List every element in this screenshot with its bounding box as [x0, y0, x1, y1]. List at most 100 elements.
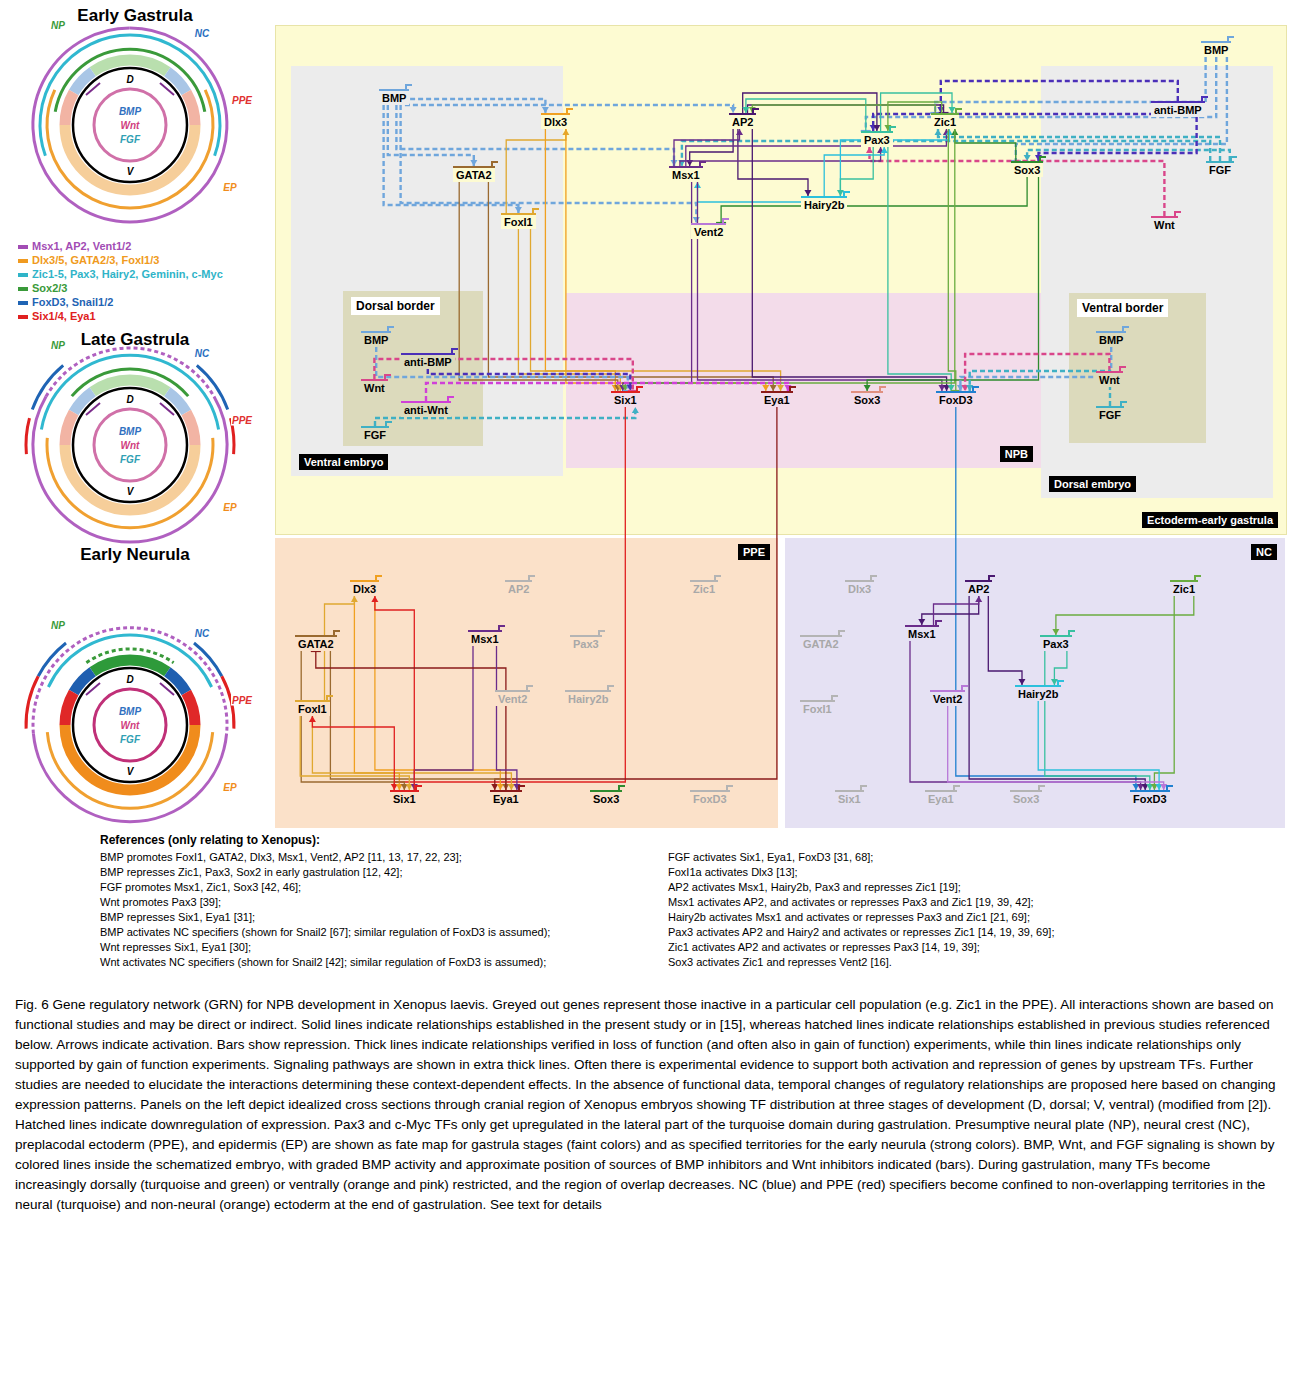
- arrowhead: [1156, 784, 1163, 790]
- fate-band: [74, 672, 93, 693]
- reference-line: FoxI1a activates Dlx3 [13];: [668, 865, 798, 879]
- gene-node: FoxI1: [800, 700, 835, 716]
- regulatory-edge: [376, 347, 628, 391]
- arrowhead: [948, 385, 955, 391]
- promoter-arrow: [1230, 156, 1237, 163]
- region-tag: PPE: [738, 544, 770, 560]
- arrowhead: [962, 385, 969, 391]
- repression-bar: [951, 390, 961, 392]
- promoter-arrow: [566, 108, 573, 115]
- promoter-arrow: [326, 695, 333, 702]
- region-tag: Ventral embryo: [299, 454, 388, 470]
- inhibitor-bar: [160, 83, 174, 95]
- region-label: PPE: [231, 695, 253, 706]
- gene-node: Pax3: [570, 635, 602, 651]
- heading-text: Early Neurula: [80, 545, 190, 564]
- promoter-arrow: [405, 84, 412, 91]
- arrowhead: [686, 160, 693, 166]
- reference-line: Sox3 activates Zic1 and represses Vent2 …: [668, 955, 892, 969]
- regulatory-edge: [374, 359, 632, 391]
- regulatory-edge: [948, 706, 1164, 790]
- promoter-arrow: [636, 386, 643, 393]
- regulatory-edge: [1016, 57, 1227, 161]
- region-panel: Ectoderm-early gastrula Ventral embryo Dor…: [275, 25, 1287, 535]
- gene-name: Eya1: [764, 394, 790, 406]
- legend-text: Sox2/3: [32, 282, 67, 294]
- gene-node: anti-BMP: [1151, 101, 1205, 117]
- regulatory-edge: [330, 651, 506, 790]
- arrowhead: [497, 784, 504, 790]
- promoter-arrow: [955, 108, 962, 115]
- regulatory-edge: [566, 129, 766, 391]
- gene-node: FoxI1: [295, 700, 330, 716]
- arrowhead: [671, 160, 678, 166]
- regulatory-edge: [960, 347, 1111, 391]
- promoter-arrow: [699, 161, 706, 168]
- promoter-arrow: [722, 218, 729, 225]
- regulatory-edge: [388, 105, 474, 166]
- arrowhead: [542, 107, 549, 113]
- gene-node: Sox3: [1011, 161, 1043, 177]
- promoter-arrow: [1119, 366, 1126, 373]
- arrowhead: [946, 129, 953, 135]
- promoter-arrow: [1068, 630, 1075, 637]
- region-label: Wnt: [120, 120, 141, 131]
- regulatory-edge: [375, 596, 414, 790]
- regulatory-edge: [956, 407, 1136, 790]
- expression-ring: [86, 649, 173, 663]
- promoter-arrow: [1120, 401, 1127, 408]
- gene-node: GATA2: [800, 635, 842, 651]
- gene-node: FGF: [1206, 161, 1234, 177]
- region-label: D: [125, 74, 134, 85]
- region-tag: Ectoderm-early gastrula: [1142, 512, 1278, 528]
- regulatory-edge: [401, 105, 697, 223]
- gene-node: Six1: [835, 790, 864, 806]
- gene-name: Six1: [838, 793, 861, 805]
- embryo-outline: [73, 388, 187, 502]
- regulatory-edge: [888, 147, 951, 391]
- stage-heading: Early Gastrula: [40, 6, 230, 26]
- arrowhead: [864, 385, 871, 391]
- reference-line: BMP represses Six1, Eya1 [31];: [100, 910, 255, 924]
- arrowhead: [694, 182, 701, 188]
- gene-name: Vent2: [694, 226, 723, 238]
- gene-name: BMP: [382, 92, 406, 104]
- arrowhead: [957, 385, 964, 391]
- gene-name: Six1: [614, 394, 637, 406]
- regulatory-edge: [840, 129, 949, 196]
- regulatory-edge: [301, 651, 404, 790]
- region-label: PPE: [231, 415, 253, 426]
- expression-ring: [33, 628, 227, 734]
- regulatory-edge: [935, 57, 1205, 113]
- expression-ring: [40, 35, 220, 156]
- region-tag: Dorsal border: [351, 297, 440, 315]
- promoter-arrow: [889, 126, 896, 133]
- regulatory-edge: [965, 354, 1109, 391]
- gene-node: Wnt: [1151, 216, 1178, 232]
- signal-ring: [94, 89, 166, 161]
- repression-bar: [716, 222, 726, 224]
- arrowhead: [309, 716, 316, 722]
- expression-ring: [47, 732, 212, 808]
- regulatory-edge: [888, 102, 942, 131]
- promoter-arrow: [961, 685, 968, 692]
- heading-text: Early Gastrula: [77, 6, 192, 25]
- promoter-arrow: [988, 575, 995, 582]
- promoter-arrow: [526, 685, 533, 692]
- arrowhead: [881, 147, 888, 153]
- reference-line: Wnt activates NC specifiers (shown for S…: [100, 955, 546, 969]
- gene-name: Dlx3: [353, 583, 376, 595]
- promoter-arrow: [387, 326, 394, 333]
- gene-name: Hairy2b: [568, 693, 608, 705]
- region-label: V: [126, 486, 135, 497]
- regulatory-edge: [384, 105, 519, 213]
- gene-node: FoxD3: [1130, 790, 1170, 806]
- regulatory-edge: [743, 93, 877, 131]
- gene-name: GATA2: [456, 169, 492, 181]
- gene-node: Hairy2b: [565, 690, 611, 706]
- regulatory-edge: [396, 105, 674, 166]
- region-label: BMP: [118, 106, 142, 117]
- gene-name: Eya1: [493, 793, 519, 805]
- region-label: Wnt: [120, 440, 141, 451]
- repression-bar: [628, 390, 638, 392]
